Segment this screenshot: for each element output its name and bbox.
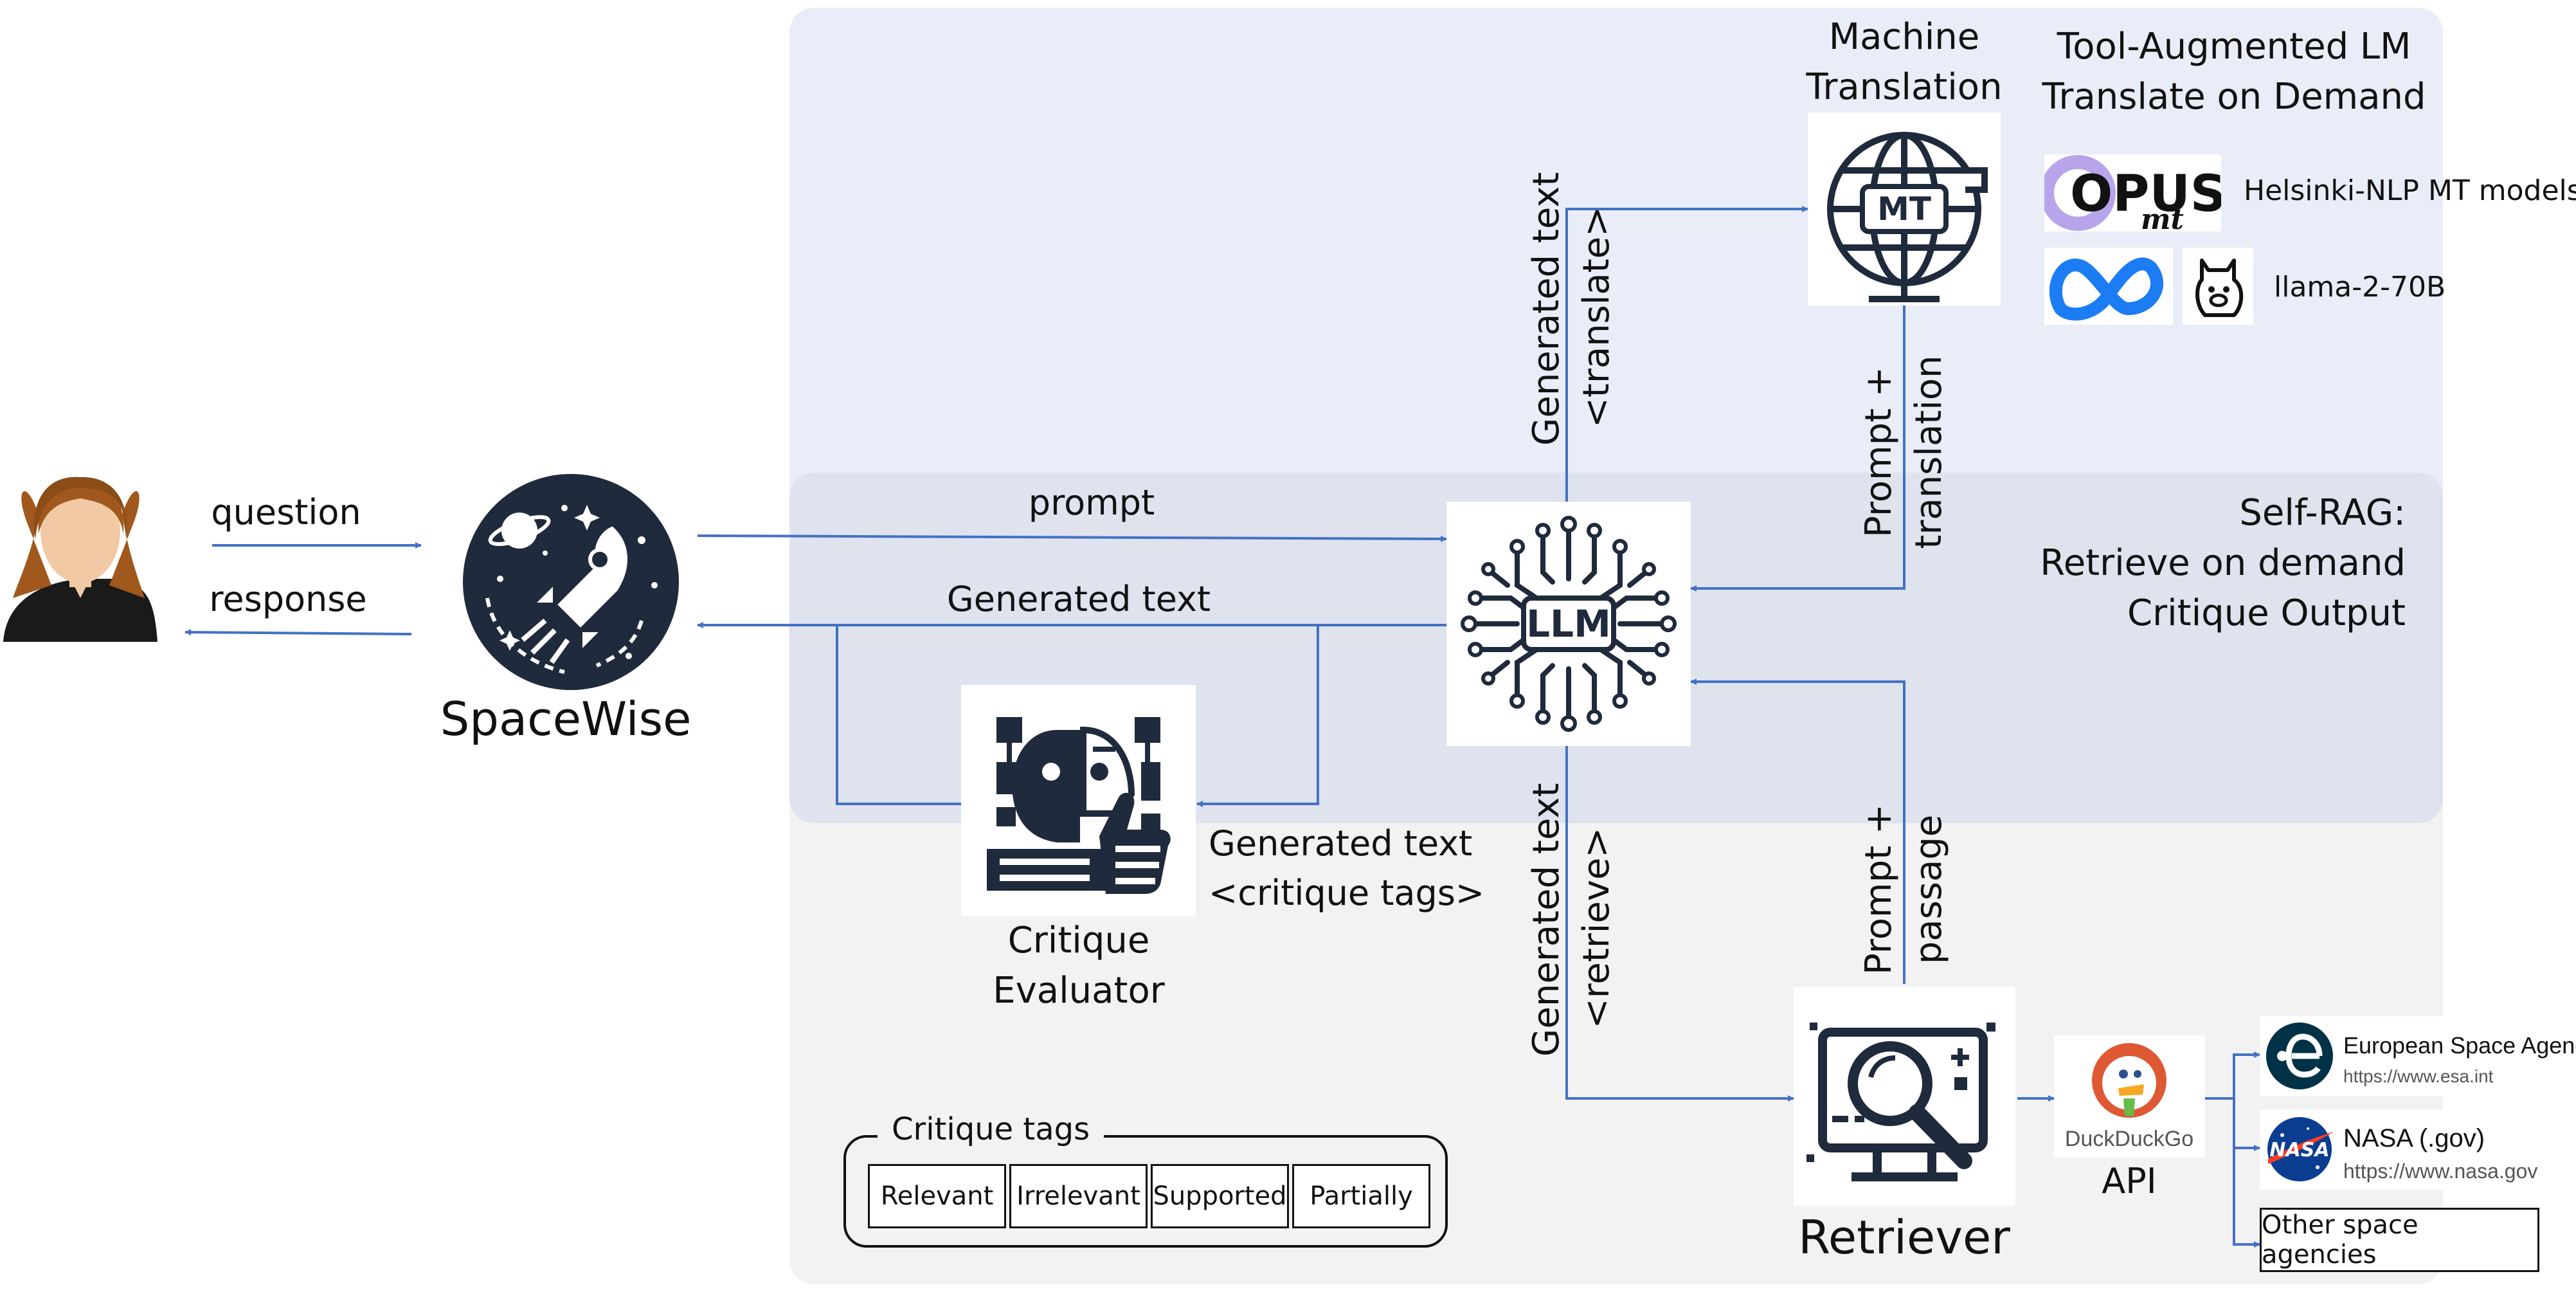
critique-evaluator-label-line1: Critique xyxy=(1007,920,1150,961)
arrow-to-esa xyxy=(2233,1051,2260,1098)
llm-label: LLM xyxy=(1526,602,1611,646)
arrow-to-retriever xyxy=(1565,746,1794,1102)
critique-evaluator-card xyxy=(961,685,1196,916)
arrow-prompt xyxy=(697,534,1447,542)
nasa-logo: NASA xyxy=(2267,1117,2334,1181)
source-others: Other space agencies xyxy=(2260,1208,2539,1272)
self-rag-title-line3: Critique Output xyxy=(2127,592,2406,634)
arrow-to-mt xyxy=(1565,206,1808,502)
critique-tags-title: Critique tags xyxy=(878,1114,1104,1145)
duckduckgo-icon: DuckDuckGo xyxy=(2065,1043,2193,1151)
arrow-critique-loop xyxy=(836,625,961,805)
response-label: response xyxy=(209,579,367,619)
magnifier-monitor-icon xyxy=(1806,1023,1995,1181)
tool-augmented-title-line2: Translate on Demand xyxy=(2042,76,2426,118)
generated-critique-label-line2: <critique tags> xyxy=(1209,873,1485,913)
circuit-brain-icon: LLM xyxy=(1461,516,1677,732)
prompt-label: prompt xyxy=(1028,482,1155,523)
esa-logo xyxy=(2266,1023,2333,1089)
api-label: API xyxy=(2102,1161,2157,1201)
llm-card: LLM xyxy=(1446,502,1691,746)
generated-text-label: Generated text xyxy=(946,579,1211,619)
tag-irrelevant: Irrelevant xyxy=(1009,1164,1148,1228)
arrow-from-mt xyxy=(1690,302,1905,592)
opus-logo-text: OPUS xyxy=(2070,165,2221,223)
meta-logo xyxy=(2044,248,2173,325)
opus-mt-logo: OPUS mt xyxy=(2040,154,2226,236)
user-avatar-icon xyxy=(3,477,158,642)
prompt-translation-label: Prompt + translation xyxy=(1858,355,1950,549)
tag-relevant: Relevant xyxy=(868,1164,1006,1228)
mt-card: MT xyxy=(1808,113,2001,305)
arrow-response xyxy=(185,629,412,636)
retriever-card xyxy=(1794,987,2015,1206)
llama-icon xyxy=(2183,248,2253,325)
arrow-from-retriever xyxy=(1690,678,1905,984)
duckduckgo-name: DuckDuckGo xyxy=(2065,1127,2193,1151)
tag-supported: Supported xyxy=(1151,1164,1289,1228)
opus-logo-sub: mt xyxy=(2141,203,2184,232)
critique-evaluator-label-line2: Evaluator xyxy=(993,970,1165,1012)
tool-augmented-title-line1: Tool-Augmented LM xyxy=(2057,26,2411,68)
nasa-name: NASA (.gov) xyxy=(2343,1124,2485,1152)
esa-name: European Space Agency xyxy=(2343,1032,2576,1059)
globe-icon: MT xyxy=(1827,132,1988,302)
arrow-critique-in xyxy=(1196,625,1319,807)
source-nasa: NASA NASA (.gov) https://www.nasa.gov xyxy=(2260,1109,2571,1190)
critique-tags-box xyxy=(843,1135,1448,1248)
critique-robot-icon xyxy=(987,717,1171,894)
question-label: question xyxy=(211,492,361,532)
svg-text:NASA: NASA xyxy=(2269,1139,2329,1161)
retriever-label: Retriever xyxy=(1798,1210,2010,1264)
duckduckgo-card: DuckDuckGo xyxy=(2054,1035,2205,1158)
nasa-url: https://www.nasa.gov xyxy=(2343,1160,2538,1183)
generated-retrieve-label: Generated text <retrieve> xyxy=(1526,783,1617,1057)
generated-critique-label-line1: Generated text xyxy=(1209,823,1473,864)
mt-badge: MT xyxy=(1877,190,1931,228)
llama-model-name: llama-2-70B xyxy=(2274,271,2446,304)
opus-model-name: Helsinki-NLP MT models xyxy=(2244,174,2576,207)
arrow-layer xyxy=(185,206,2260,1248)
esa-url: https://www.esa.int xyxy=(2343,1066,2494,1086)
prompt-passage-label: Prompt + passage xyxy=(1858,804,1950,975)
generated-translate-label: Generated text <translate> xyxy=(1526,172,1617,446)
self-rag-title-line1: Self-RAG: xyxy=(2239,492,2406,534)
spacewise-label: SpaceWise xyxy=(440,692,692,746)
arrow-to-others xyxy=(2233,1098,2260,1248)
rocket-icon xyxy=(463,474,679,690)
source-esa: European Space Agency https://www.esa.in… xyxy=(2260,1016,2576,1096)
self-rag-title-line2: Retrieve on demand xyxy=(2040,542,2406,584)
mt-title-line1: Machine xyxy=(1828,16,1980,58)
mt-title-line2: Translation xyxy=(1806,66,2003,108)
tag-partially: Partially xyxy=(1292,1164,1430,1228)
spacewise-card xyxy=(449,469,693,695)
